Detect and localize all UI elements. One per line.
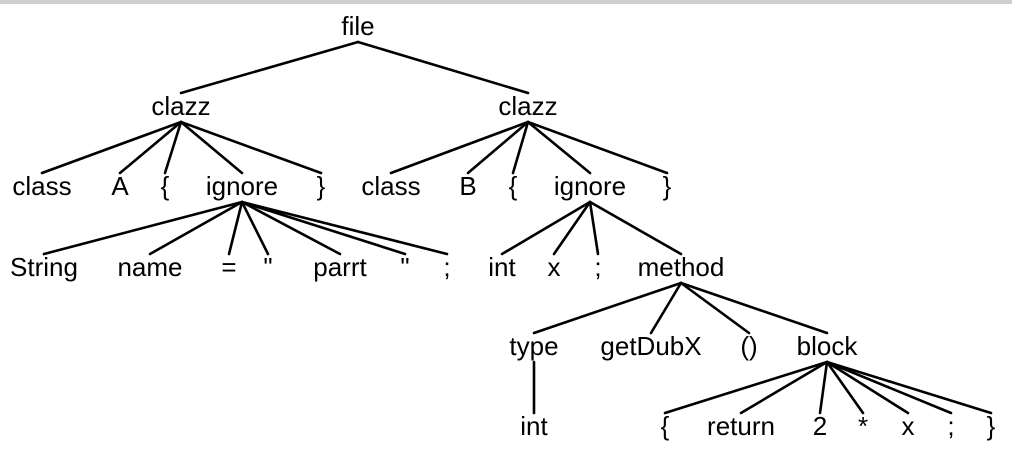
edge-ignore-to-string (42, 200, 244, 256)
node-return: return (707, 411, 775, 441)
edge-clazz-to-ignore (179, 120, 244, 175)
node-2: 2 (813, 411, 827, 441)
edge-ignore-to-equals (227, 200, 244, 256)
edge-block-to-2 (818, 360, 829, 415)
node-quote: " (263, 252, 272, 282)
node-ignore: ignore (554, 171, 626, 201)
edge-clazz-to-rbrace (179, 120, 323, 175)
node-int: int (488, 252, 516, 282)
node-rbrace: } (987, 411, 996, 441)
node-star: * (858, 411, 868, 441)
edge-clazz-to-rbrace (526, 120, 669, 175)
node-lbrace: { (661, 411, 670, 441)
node-clazz: clazz (498, 91, 557, 121)
edge-block-to-lbrace (663, 360, 829, 415)
node-file: file (341, 11, 374, 41)
edge-block-to-star (825, 360, 865, 415)
node-quote: " (400, 252, 409, 282)
edge-ignore-to-name (148, 200, 244, 256)
node-a: A (111, 171, 129, 201)
node-semicolon: ; (443, 252, 450, 282)
node-string: String (10, 252, 78, 282)
edge-method-to-block (679, 281, 829, 335)
node-method: method (638, 252, 725, 282)
node-class: class (12, 171, 71, 201)
node-equals: = (221, 252, 236, 282)
node-ignore: ignore (206, 171, 278, 201)
edge-ignore-to-x (552, 200, 592, 256)
node-getdubx: getDubX (600, 331, 701, 361)
edge-clazz-to-a (118, 120, 183, 175)
edge-method-to-getdubx (649, 281, 683, 335)
edge-ignore-to-method (588, 200, 683, 256)
node-semicolon: ; (947, 411, 954, 441)
tree-edges (40, 40, 993, 415)
node-type: type (509, 331, 558, 361)
node-class: class (361, 171, 420, 201)
edge-clazz-to-b (466, 120, 530, 175)
edge-clazz-to-lbrace (163, 120, 183, 175)
top-border (0, 0, 1012, 4)
node-clazz: clazz (151, 91, 210, 121)
node-x: x (902, 411, 915, 441)
node-name: name (117, 252, 182, 282)
edge-method-to-type (532, 281, 683, 335)
edge-ignore-to-quote (240, 200, 270, 256)
edge-clazz-to-class (389, 120, 530, 175)
node-semicolon: ; (594, 252, 601, 282)
node-lbrace: { (161, 171, 170, 201)
edge-file-to-clazz (356, 40, 530, 95)
node-int: int (520, 411, 548, 441)
edge-method-to-parens (679, 281, 751, 335)
edge-clazz-to-ignore (526, 120, 592, 175)
node-lbrace: { (509, 171, 518, 201)
edge-block-to-semicolon (825, 360, 953, 415)
edge-clazz-to-class (40, 120, 183, 175)
node-b: B (459, 171, 476, 201)
edge-block-to-x (825, 360, 910, 415)
node-x: x (548, 252, 561, 282)
edge-ignore-to-parrt (240, 200, 342, 256)
edge-block-to-return (739, 360, 829, 415)
edge-block-to-rbrace (825, 360, 993, 415)
edge-ignore-to-semicolon (240, 200, 449, 256)
node-rbrace: } (317, 171, 326, 201)
edge-ignore-to-int (500, 200, 592, 256)
node-rbrace: } (663, 171, 672, 201)
edge-clazz-to-lbrace (511, 120, 530, 175)
node-block: block (797, 331, 859, 361)
edge-ignore-to-quote (240, 200, 407, 256)
edge-ignore-to-semicolon (588, 200, 600, 256)
node-parens: () (740, 331, 757, 361)
node-parrt: parrt (313, 252, 367, 282)
edge-file-to-clazz (179, 40, 360, 95)
